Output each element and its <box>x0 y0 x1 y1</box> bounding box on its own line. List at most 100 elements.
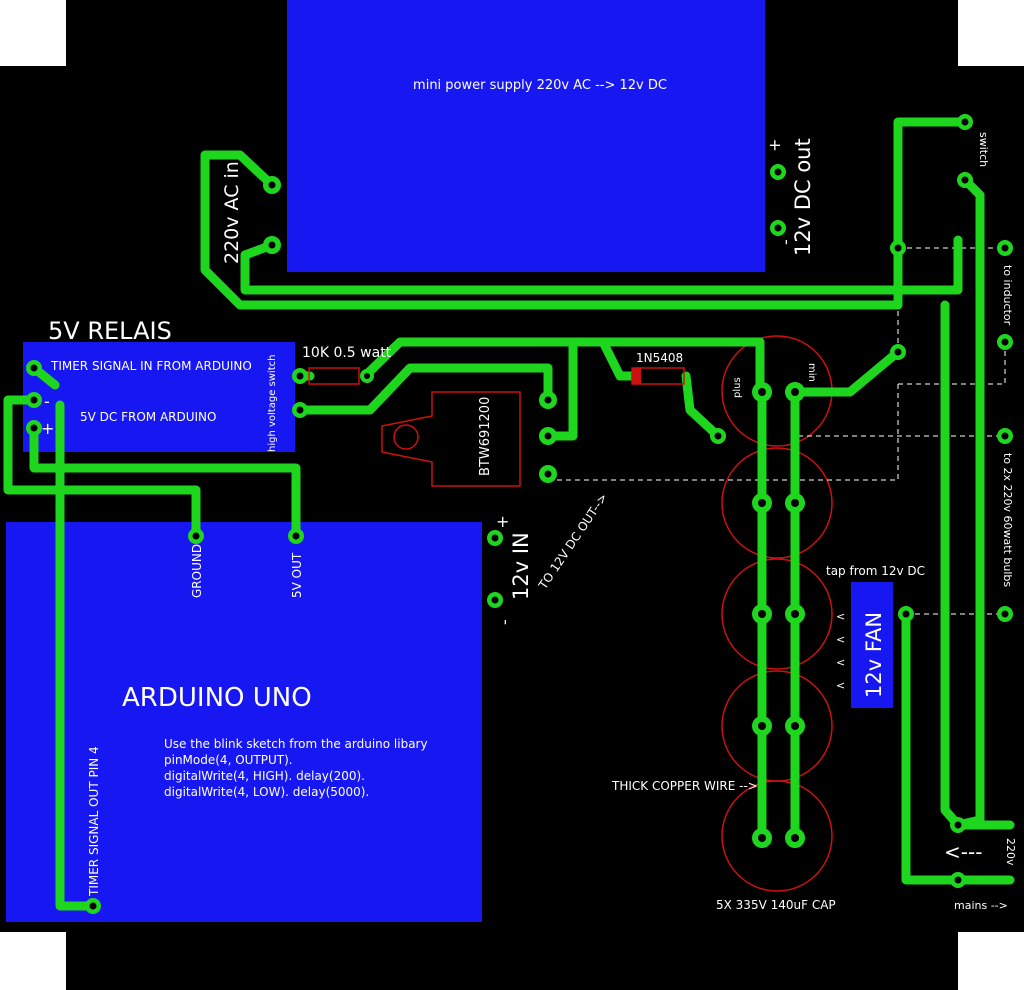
arduino-module <box>6 522 482 922</box>
cap-min-label: min <box>806 363 817 382</box>
diode-band <box>632 368 641 384</box>
relay-dc-in: 5V DC FROM ARDUINO <box>80 410 216 424</box>
pad <box>263 176 281 194</box>
mount-corner-bl <box>0 932 66 990</box>
pad <box>890 344 906 360</box>
pad <box>785 604 805 624</box>
pad <box>785 493 805 513</box>
fan-arrow-4: < <box>836 679 845 692</box>
capacitor-2 <box>721 447 833 559</box>
relay-signal-in: TIMER SIGNAL IN FROM ARDUINO <box>50 359 252 373</box>
input-12v-label: 12v IN <box>509 532 533 600</box>
to-dc-out-label: TO 12V DC OUT--> <box>535 491 610 593</box>
mount-corner-br <box>958 932 1024 990</box>
pad <box>957 172 973 188</box>
arduino-title: ARDUINO UNO <box>122 683 312 713</box>
pad <box>752 493 772 513</box>
mains-arrow: <--- <box>944 840 982 864</box>
pad <box>487 592 503 608</box>
power-supply-module <box>287 0 765 272</box>
psu-minus: - <box>776 239 795 245</box>
pad <box>539 465 557 483</box>
fan-arrow-1: < <box>836 610 845 623</box>
mount-corner-tl <box>0 0 66 66</box>
pad <box>997 240 1013 256</box>
pad <box>26 392 42 408</box>
pad <box>752 716 772 736</box>
pad <box>785 828 805 848</box>
arduino-ground-label: GROUND <box>190 544 204 598</box>
arduino-code-line-3: digitalWrite(4, HIGH). delay(200). <box>164 769 365 783</box>
pad <box>752 604 772 624</box>
fan-module <box>851 582 893 708</box>
fan-tap-label: tap from 12v DC <box>826 564 925 578</box>
input-12v-plus: + <box>496 512 509 531</box>
capacitor-bank <box>721 335 833 892</box>
resistor-body <box>308 367 360 385</box>
bulbs-label: to 2x 220v 60watt bulbs <box>1001 453 1014 587</box>
pad <box>26 360 42 376</box>
resistor-label: 10K 0.5 watt <box>302 345 392 361</box>
relay-plus: + <box>41 419 54 438</box>
pad <box>950 872 966 888</box>
thick-wire-label: THICK COPPER WIRE --> <box>611 779 758 793</box>
pad <box>539 427 557 445</box>
pad <box>85 898 101 914</box>
pad <box>539 391 557 409</box>
cap-plus-label: plus <box>732 377 743 398</box>
pad <box>950 817 966 833</box>
pad <box>487 530 503 546</box>
pad <box>360 369 374 383</box>
relay-title: 5V RELAIS <box>48 317 172 345</box>
v220-label: 220v <box>1004 838 1017 866</box>
psu-dc-out-label: 12v DC out <box>791 138 815 256</box>
fan-arrow-2: < <box>836 633 845 646</box>
inductor-label: to inductor <box>1001 265 1014 326</box>
pad <box>188 528 204 544</box>
pad <box>890 240 906 256</box>
pad <box>288 528 304 544</box>
pad <box>957 114 973 130</box>
arduino-timer-out-label: TIMER SIGNAL OUT PIN 4 <box>87 746 101 897</box>
diode-label: 1N5408 <box>636 351 683 365</box>
relay-switch-label: high voltage switch <box>267 355 278 452</box>
pad <box>292 368 308 384</box>
fan-arrow-3: < <box>836 656 845 669</box>
capacitor-5 <box>721 780 833 892</box>
input-12v-minus: - <box>495 619 514 625</box>
pad <box>292 402 308 418</box>
pad <box>26 420 42 436</box>
psu-ac-in-label: 220v AC in <box>221 161 243 264</box>
copper-traces <box>3 117 1015 911</box>
pad <box>752 828 772 848</box>
triac-outline <box>381 391 521 487</box>
relay-module <box>23 342 295 452</box>
switch-label: switch <box>977 132 990 167</box>
arduino-code-line-1: Use the blink sketch from the arduino li… <box>164 737 428 751</box>
arduino-code-line-2: pinMode(4, OUTPUT). <box>164 753 293 767</box>
capacitor-4 <box>721 670 833 782</box>
arduino-code-line-4: digitalWrite(4, LOW). delay(5000). <box>164 785 369 799</box>
pad <box>785 716 805 736</box>
pad <box>770 220 786 236</box>
capacitor-3 <box>721 558 833 670</box>
pad <box>997 428 1013 444</box>
pad <box>770 164 786 180</box>
triac-label: BTW691200 <box>478 397 493 476</box>
pad <box>898 606 914 622</box>
pad <box>752 382 772 402</box>
pad <box>997 606 1013 622</box>
cap-label: 5X 335V 140uF CAP <box>716 898 836 912</box>
psu-title: mini power supply 220v AC --> 12v DC <box>413 78 667 93</box>
fan-label: 12v FAN <box>862 612 886 698</box>
psu-plus: + <box>765 139 784 152</box>
mount-corner-tr <box>958 0 1024 66</box>
relay-minus: - <box>44 392 50 411</box>
pads <box>26 114 1013 914</box>
pad <box>263 236 281 254</box>
pad <box>710 428 726 444</box>
arduino-5v-out-label: 5V OUT <box>290 552 304 598</box>
mains-label: mains --> <box>954 899 1008 912</box>
